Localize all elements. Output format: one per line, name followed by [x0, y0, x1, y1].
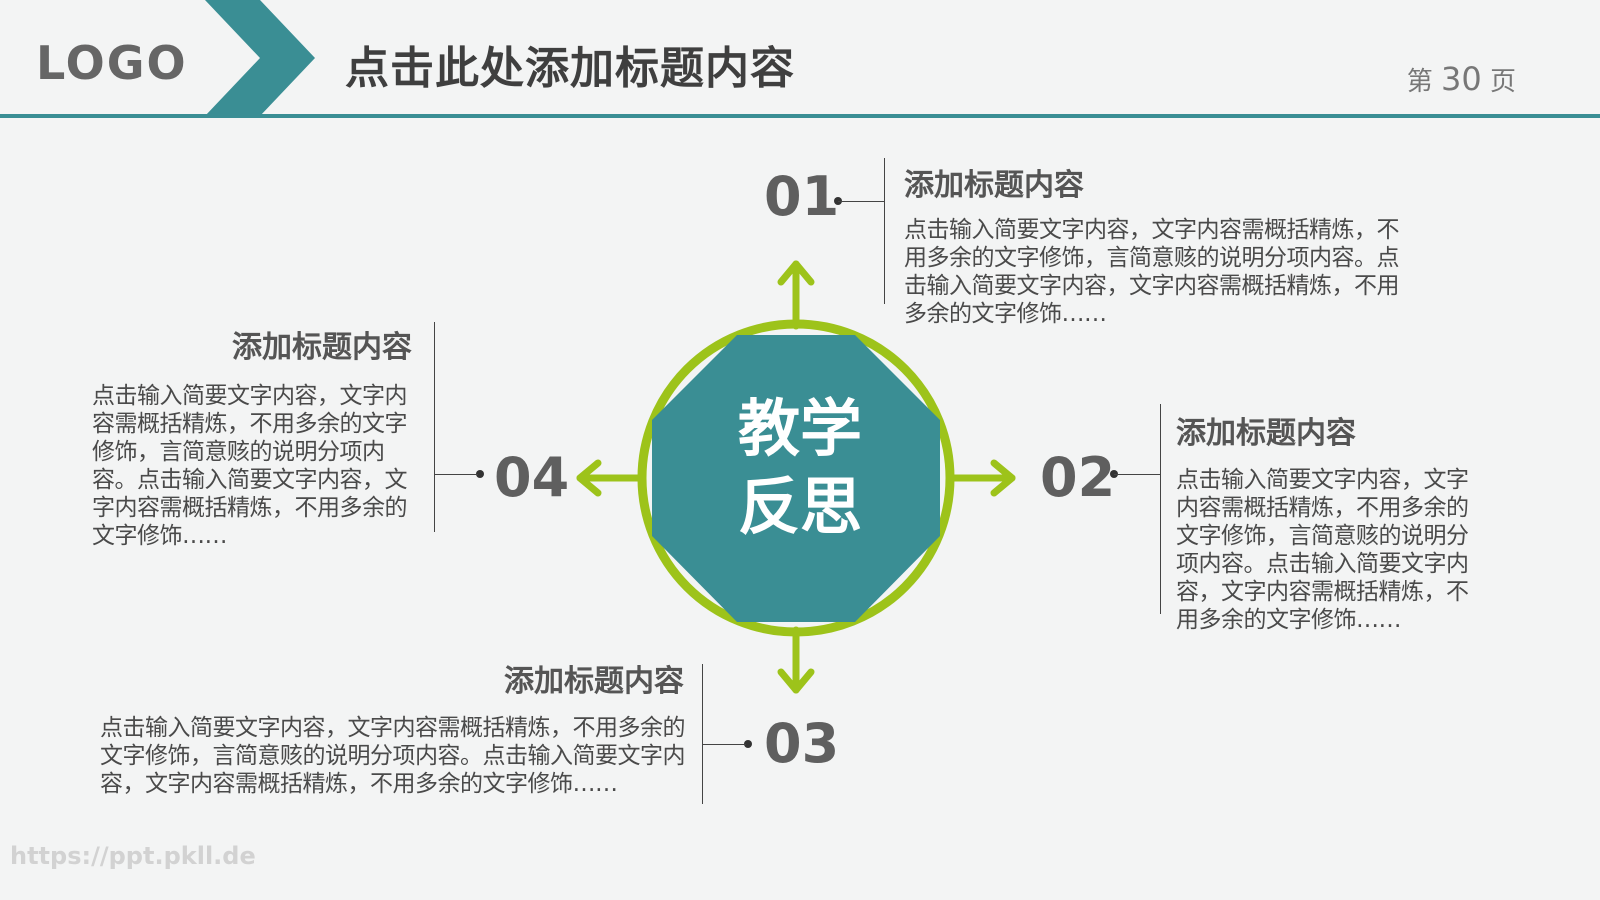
item-number-04: 04 — [494, 446, 570, 509]
item-title-01: 添加标题内容 — [904, 168, 1084, 203]
center-octagon — [652, 335, 940, 622]
item-title-03: 添加标题内容 — [504, 664, 684, 699]
connector-dot — [476, 470, 484, 478]
connector-line — [434, 474, 478, 475]
connector-line — [1114, 474, 1160, 475]
item-body-04: 点击输入简要文字内容，文字内容需概括精炼，不用多余的文字修饰，言简意赅的说明分项… — [92, 383, 408, 549]
page-suffix: 页 — [1489, 67, 1516, 97]
divider-line — [884, 158, 885, 304]
page-number-value: 30 — [1441, 60, 1482, 98]
center-label-line1: 教学 — [737, 392, 862, 465]
logo: LOGO — [36, 36, 188, 90]
chevron-arrow-icon — [205, 0, 315, 116]
page-prefix: 第 — [1406, 67, 1433, 97]
center-label: 教学 反思 — [690, 390, 910, 546]
center-label-line2: 反思 — [737, 470, 862, 543]
divider-line — [1160, 404, 1161, 614]
watermark: https://ppt.pkll.de — [10, 842, 256, 870]
ring — [637, 319, 955, 637]
connector-line — [702, 744, 746, 745]
header-divider — [0, 114, 1600, 118]
item-title-04: 添加标题内容 — [232, 330, 412, 365]
divider-line — [702, 664, 703, 804]
page-number: 第 30 页 — [1407, 60, 1516, 98]
slide-header: LOGO 点击此处添加标题内容 第 30 页 — [0, 0, 1600, 118]
item-body-01: 点击输入简要文字内容，文字内容需概括精炼，不用多余的文字修饰，言简意赅的说明分项… — [904, 217, 1400, 327]
item-body-03: 点击输入简要文字内容，文字内容需概括精炼，不用多余的文字修饰，言简意赅的说明分项… — [100, 715, 686, 797]
item-number-03: 03 — [764, 712, 840, 775]
divider-line — [434, 322, 435, 532]
item-body-02: 点击输入简要文字内容，文字内容需概括精炼，不用多余的文字修饰，言简意赅的说明分项… — [1176, 467, 1469, 633]
item-number-01: 01 — [764, 165, 840, 228]
item-title-02: 添加标题内容 — [1176, 416, 1356, 451]
page-title: 点击此处添加标题内容 — [345, 43, 795, 94]
connector-dot — [744, 740, 752, 748]
connector-line — [838, 201, 884, 202]
item-number-02: 02 — [1040, 446, 1116, 509]
